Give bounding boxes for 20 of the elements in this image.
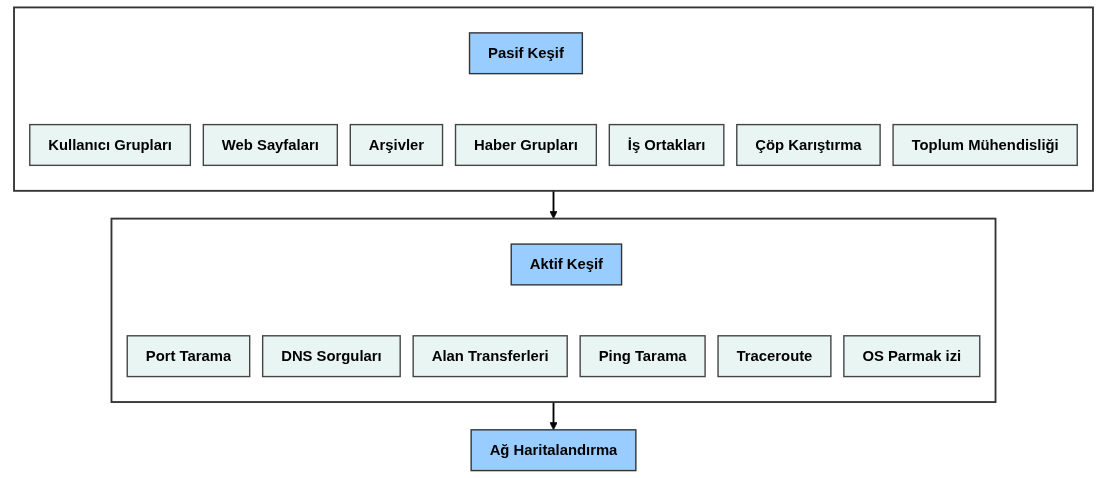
node-box: Kullanıcı Grupları xyxy=(29,123,192,167)
node-box: Traceroute xyxy=(717,335,832,378)
node-box: Haber Grupları xyxy=(454,123,598,167)
node-box: Ağ Haritalandırma xyxy=(470,429,637,472)
arrow xyxy=(549,189,558,219)
node-box: DNS Sorguları xyxy=(261,335,401,378)
node-box: Arşivler xyxy=(349,123,444,167)
cluster xyxy=(13,6,1094,192)
node-box: OS Parmak izi xyxy=(843,335,981,378)
node-box: Toplum Mühendisliği xyxy=(892,123,1078,167)
cluster xyxy=(110,217,997,403)
node-box: Web Sayfaları xyxy=(202,123,338,167)
node-box: Ping Tarama xyxy=(579,335,706,378)
node-box: Aktif Keşif xyxy=(510,243,623,286)
node-box: Çöp Karıştırma xyxy=(736,123,881,167)
node-box: Port Tarama xyxy=(126,335,251,378)
arrow xyxy=(549,401,558,431)
node-box: Pasif Keşif xyxy=(468,32,584,75)
node-box: İş Ortakları xyxy=(608,123,725,167)
node-box: Alan Transferleri xyxy=(412,335,568,378)
